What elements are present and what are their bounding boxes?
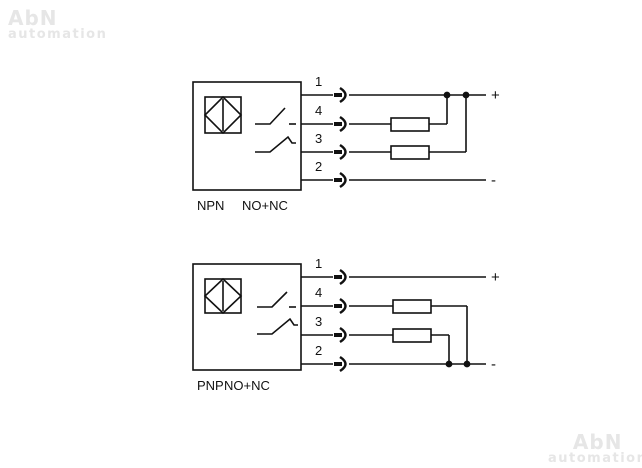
npn-sensor-body <box>192 81 302 191</box>
watermark-logo-bottom: AbN automation <box>548 432 642 465</box>
pnp-sensor-symbol-icon <box>203 277 243 315</box>
npn-junction <box>462 91 470 99</box>
pnp-diagram <box>192 263 486 373</box>
watermark-logo-top: AbN automation <box>8 8 107 41</box>
pnp-nc-switch-icon <box>257 317 298 335</box>
watermark-sub: automation <box>548 451 642 466</box>
watermark-brand: AbN <box>8 6 58 30</box>
npn-junction <box>443 91 451 99</box>
pnp-load-4 <box>392 299 432 314</box>
pnp-supply-plus: + <box>491 269 500 286</box>
pnp-junction <box>445 360 453 368</box>
pnp-type-label: PNP <box>197 378 224 393</box>
npn-connector-icon <box>339 86 347 189</box>
pnp-terminal-label: 1 <box>315 256 322 271</box>
npn-terminal-label: 4 <box>315 103 322 118</box>
npn-sensor-symbol-icon <box>203 95 243 135</box>
npn-diagram <box>192 81 486 191</box>
pnp-load-3 <box>392 328 432 343</box>
watermark-sub: automation <box>8 27 108 42</box>
npn-load-4 <box>390 117 430 132</box>
watermark-brand: AbN <box>572 430 623 454</box>
npn-terminal-label: 1 <box>315 74 322 89</box>
npn-type-label: NPN <box>197 198 224 213</box>
npn-load-3 <box>390 145 430 160</box>
pnp-junction <box>463 360 471 368</box>
pnp-connector-icon <box>339 268 347 373</box>
npn-terminal-label: 3 <box>315 131 322 146</box>
pnp-no-switch-icon <box>257 291 288 308</box>
pnp-terminal-label: 3 <box>315 314 322 329</box>
npn-no-switch-icon <box>255 107 286 125</box>
pnp-sensor-body <box>192 263 302 371</box>
npn-contact-label: NO+NC <box>242 198 288 213</box>
pnp-supply-minus: - <box>491 356 496 373</box>
npn-supply-plus: + <box>491 87 500 104</box>
pnp-terminal-label: 4 <box>315 285 322 300</box>
npn-supply-minus: - <box>491 172 496 189</box>
pnp-terminal-label: 2 <box>315 343 322 358</box>
pnp-contact-label: NO+NC <box>224 378 270 393</box>
npn-terminal-label: 2 <box>315 159 322 174</box>
npn-nc-switch-icon <box>255 135 296 153</box>
